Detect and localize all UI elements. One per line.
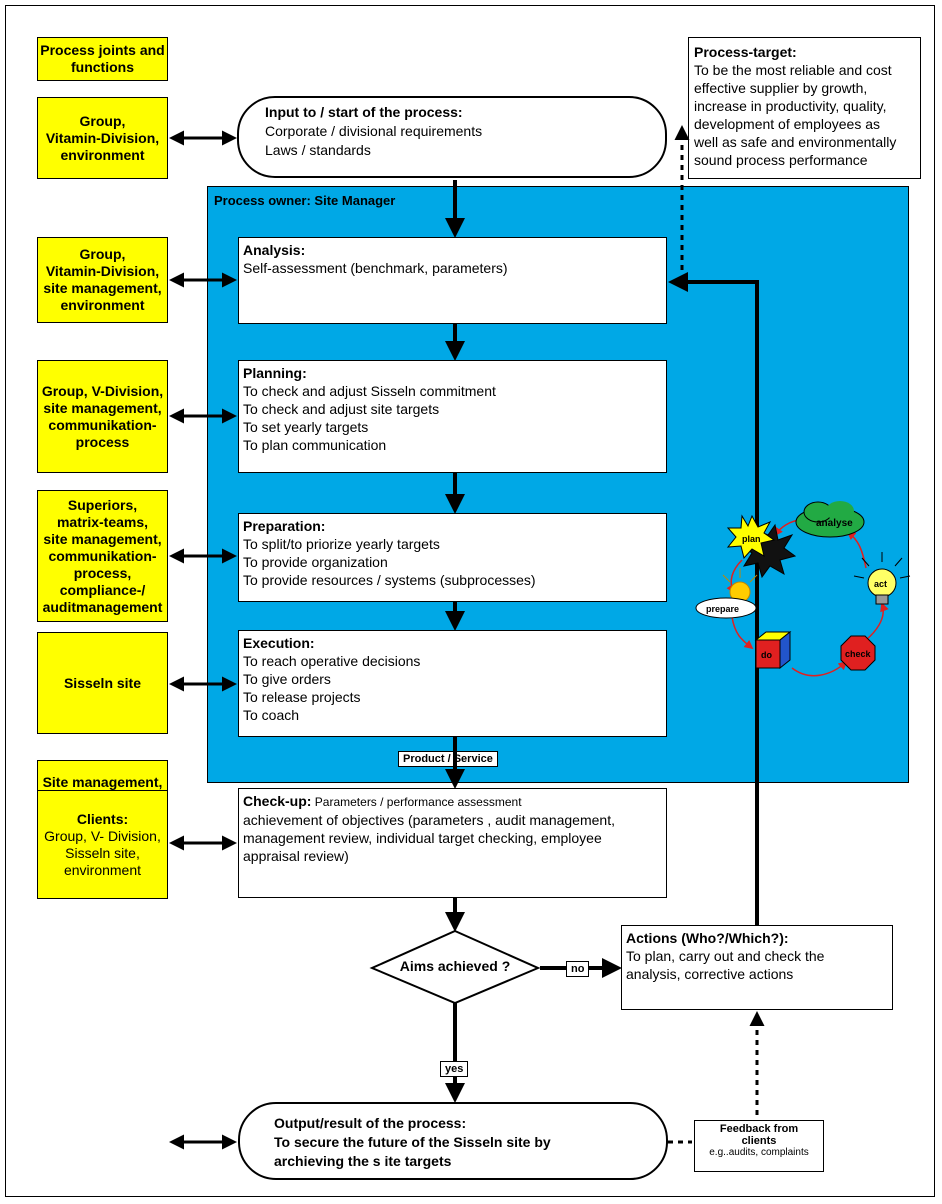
checkup-line: management review, individual target che… — [243, 830, 602, 846]
actions-title: Actions (Who?/Which?): — [626, 930, 789, 946]
actions-line: To plan, carry out and check the — [626, 948, 825, 964]
execution-line: To release projects — [243, 689, 361, 705]
plan-star-icon: plan — [726, 514, 797, 579]
preparation-line: To provide organization — [243, 554, 388, 570]
process-target-title: Process-target: — [694, 44, 797, 60]
execution-title: Execution: — [243, 635, 315, 651]
check-stop-icon: check — [840, 635, 876, 671]
joint-box-execution: Sisseln site — [37, 632, 168, 734]
product-service-label: Product / Service — [398, 751, 498, 767]
process-joints-header: Process joints and functions — [37, 37, 168, 81]
cycle-check-label: check — [845, 649, 872, 659]
arrow-actions-analysis — [668, 272, 759, 925]
input-line: Corporate / divisional requirements — [265, 123, 483, 139]
actions-line: analysis, corrective actions — [626, 966, 794, 982]
target-line: increase in productivity, quality, — [694, 98, 887, 114]
do-cube-icon: do — [754, 630, 792, 670]
page-frame — [5, 5, 935, 1197]
prepare-sun-icon: prepare — [695, 568, 758, 619]
clients-title: Clients: — [76, 810, 129, 827]
checkup-heading: Check-up: Parameters / performance asses… — [243, 792, 662, 811]
process-owner-label: Process owner: Site Manager — [214, 193, 396, 208]
act-bulb-icon: act — [853, 552, 911, 605]
process-target-box: Process-target: To be the most reliable … — [688, 37, 921, 179]
cycle-act-label: act — [874, 579, 887, 589]
planning-line: To plan communication — [243, 437, 387, 453]
dotted-arrows — [668, 125, 765, 1144]
joint-box-input: Group, Vitamin-Division, environment — [37, 97, 168, 179]
analysis-box: Analysis: Self-assessment (benchmark, pa… — [238, 237, 667, 324]
cycle-analyse-label: analyse — [816, 518, 853, 529]
execution-box: Execution: To reach operative decisions … — [238, 630, 667, 737]
joint-box-preparation: Superiors, matrix-teams, site management… — [37, 490, 168, 622]
execution-line: To coach — [243, 707, 300, 723]
target-line: effective supplier by growth, — [694, 80, 868, 96]
checkup-subtitle: Parameters / performance assessment — [311, 795, 522, 809]
joint-box-analysis: Group, Vitamin-Division, site management… — [37, 237, 168, 323]
preparation-title: Preparation: — [243, 518, 326, 534]
planning-box: Planning: To check and adjust Sisseln co… — [238, 360, 667, 473]
cycle-do-label: do — [761, 650, 772, 660]
output-result-pill — [238, 1102, 668, 1180]
planning-line: To check and adjust site targets — [243, 401, 440, 417]
checkup-box: Check-up: Parameters / performance asses… — [238, 788, 667, 898]
feedback-box: Feedback from clients e.g..audits, compl… — [694, 1120, 824, 1172]
preparation-line: To split/to priorize yearly targets — [243, 536, 440, 552]
clients-box: Clients: Group, V- Division, Sisseln sit… — [37, 790, 168, 899]
target-line: To be the most reliable and cost — [694, 62, 892, 78]
analyse-cloud-icon: analyse — [795, 501, 865, 538]
analysis-line: Self-assessment (benchmark, parameters) — [243, 260, 508, 276]
input-line: Laws / standards — [265, 142, 371, 158]
preparation-box: Preparation: To split/to priorize yearly… — [238, 513, 667, 602]
execution-line: To give orders — [243, 671, 331, 687]
input-start-pill: Input to / start of the process: Corpora… — [237, 96, 667, 178]
cycle-prepare-label: prepare — [706, 604, 739, 614]
planning-title: Planning: — [243, 365, 307, 381]
execution-line: To reach operative decisions — [243, 653, 421, 669]
yes-label: yes — [440, 1061, 469, 1077]
decision-diamond — [369, 929, 541, 1005]
target-line: sound process performance — [694, 152, 868, 168]
planning-line: To check and adjust Sisseln commitment — [243, 383, 496, 399]
checkup-line: achievement of objectives (parameters , … — [243, 812, 615, 828]
analysis-title: Analysis: — [243, 242, 306, 258]
joint-box-planning: Group, V-Division, site management, comm… — [37, 360, 168, 473]
actions-box: Actions (Who?/Which?): To plan, carry ou… — [621, 925, 893, 1010]
pdca-cycle: analyse plan act check — [695, 501, 911, 677]
output-text: Output/result of the process: To secure … — [274, 1114, 551, 1171]
no-label: no — [566, 961, 590, 977]
preparation-line: To provide resources / systems (subproce… — [243, 572, 536, 588]
feedback-title: Feedback from clients — [719, 1123, 799, 1147]
target-line: development of employees as — [694, 116, 880, 132]
input-title: Input to / start of the process: — [265, 104, 463, 120]
checkup-line: appraisal review) — [243, 848, 349, 864]
clients-body: Group, V- Division, Sisseln site, enviro… — [44, 827, 161, 878]
planning-line: To set yearly targets — [243, 419, 369, 435]
output-line: To secure the future of the Sisseln site… — [274, 1134, 551, 1150]
decision-label: Aims achieved ? — [399, 958, 511, 974]
cycle-plan-label: plan — [742, 534, 761, 544]
left-connectors — [169, 130, 237, 1150]
target-line: well as safe and environmentally — [694, 134, 897, 150]
output-title: Output/result of the process: — [274, 1115, 467, 1131]
output-line: archieving the s ite targets — [274, 1153, 452, 1169]
checkup-title: Check-up: — [243, 793, 312, 809]
feedback-body: e.g..audits, complaints — [709, 1147, 809, 1158]
